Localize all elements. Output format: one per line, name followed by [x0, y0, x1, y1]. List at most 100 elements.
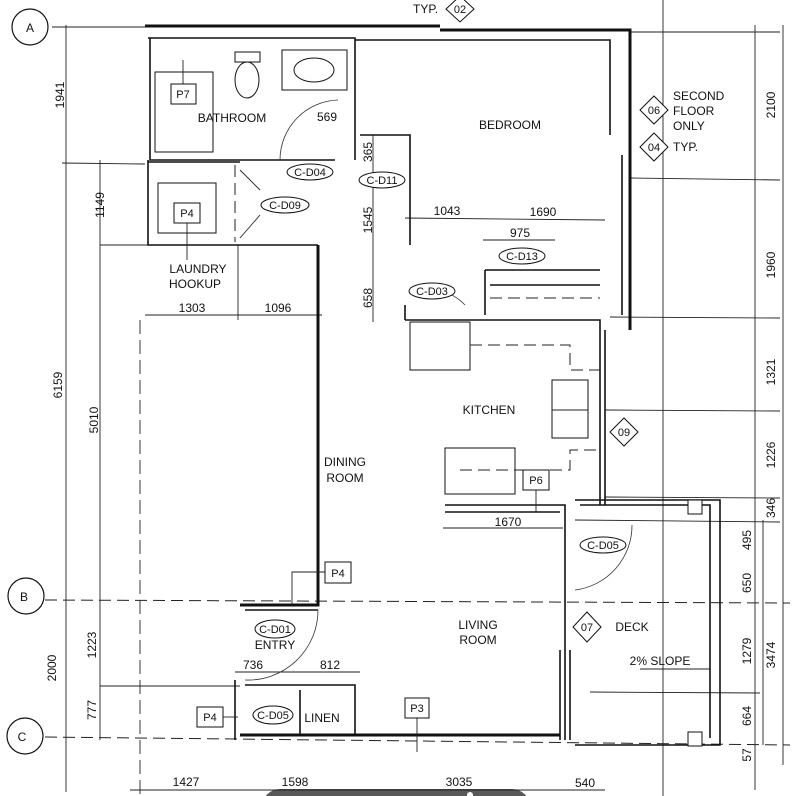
dimension-label: 736	[243, 658, 263, 672]
bifold-door	[239, 169, 261, 191]
ref-line	[604, 496, 781, 499]
overlay-bar	[265, 789, 527, 796]
keynote-diamond	[639, 132, 669, 162]
door-tag	[286, 163, 334, 181]
fixture-tag-label: P4	[203, 712, 216, 724]
bifold-door	[239, 214, 261, 239]
dimension-label: 1043	[434, 204, 461, 218]
dimension-label: 6159	[51, 371, 65, 398]
dimension-label: 1427	[173, 775, 200, 789]
grid-bubble-a: A	[11, 8, 49, 46]
dimension-label: 5010	[87, 406, 101, 433]
ref-line	[629, 177, 781, 181]
kitchen-counter-lower	[444, 447, 516, 495]
keynote-diamond	[445, 0, 475, 23]
room-label-kitchen: KITCHEN	[463, 403, 516, 417]
bedroom-wall	[355, 39, 623, 315]
sink-basin	[293, 57, 335, 83]
deck-door-frame	[559, 650, 571, 740]
ref-line	[604, 409, 781, 412]
dimension-label: 1598	[282, 775, 309, 789]
door-tag-label: C-D01	[259, 624, 291, 636]
dimension-label: 2000	[45, 654, 59, 681]
door-tag	[260, 196, 310, 214]
kitchen-sink	[551, 379, 589, 439]
dimension-label: 1223	[85, 631, 99, 658]
dimension-label: 1226	[764, 441, 778, 468]
fixtures	[154, 49, 703, 747]
post	[687, 499, 703, 515]
room-label-laundry: HOOKUP	[169, 277, 221, 291]
keynote-note: TYP.	[673, 140, 698, 154]
dimension-label: 57	[740, 748, 754, 762]
grid-label: B	[20, 590, 28, 604]
door-swing-deck	[574, 524, 633, 591]
door-tags: C-D04 C-D09 C-D11 C-D13 C-D03 C-D05 C-D0…	[252, 163, 627, 725]
keynote-number: 07	[581, 622, 593, 634]
dimension-label: 1321	[764, 358, 778, 385]
kitchen-counter-wall	[445, 504, 566, 740]
dimension-label: 1670	[495, 515, 522, 529]
ref-line	[574, 519, 781, 523]
dimension-label: 2100	[764, 91, 778, 118]
keynote-diamond	[609, 417, 639, 447]
room-label-bedroom: BEDROOM	[479, 118, 541, 132]
dimension-label: 3035	[446, 775, 473, 789]
door-tag	[408, 282, 456, 300]
fixture-tag	[522, 469, 550, 491]
toilet-tank	[234, 51, 261, 63]
laundry-wall	[147, 160, 318, 246]
dimension-label: 658	[361, 288, 375, 308]
fixture-tag-label: P4	[331, 568, 344, 580]
door-tag	[498, 247, 546, 265]
fixture-tag	[170, 83, 197, 105]
dimension-lines	[61, 25, 784, 792]
leader-line	[291, 571, 325, 605]
dimension-label: 650	[740, 573, 754, 593]
door-tag-label: C-D03	[416, 286, 448, 298]
door-tag-label: C-D05	[587, 540, 619, 552]
dimension-label: 1690	[530, 205, 557, 219]
fixture-tag-label: P6	[529, 475, 542, 487]
dim-line	[61, 162, 146, 165]
room-label-deck: DECK	[615, 620, 648, 634]
walls	[145, 24, 721, 746]
dimension-label: 365	[361, 142, 375, 162]
dimension-label: 975	[510, 226, 530, 240]
dimension-label: 540	[575, 776, 595, 790]
door-tag	[358, 171, 406, 189]
dimension-label: 1941	[53, 81, 67, 108]
room-label-entry: ENTRY	[255, 638, 295, 652]
fixture-tag-label: P7	[176, 89, 189, 101]
dimension-label: 1149	[93, 192, 107, 218]
keynote-note: TYP.	[413, 2, 438, 16]
fixture-tag-label: P4	[180, 208, 193, 220]
door-tag	[252, 705, 294, 725]
dimension-label: 664	[740, 706, 754, 726]
overlay-dot	[467, 792, 473, 796]
dimension-label: 812	[320, 658, 340, 672]
toilet	[234, 61, 260, 99]
upper-cabinets	[460, 344, 600, 471]
keynote-diamond	[572, 611, 602, 643]
post	[687, 731, 703, 747]
exterior-wall-top	[145, 24, 632, 330]
room-label-linen: LINEN	[304, 711, 339, 725]
kitchen-wall	[404, 305, 606, 505]
keynotes: TYP. 02 06 SECOND FLOOR ONLY 04 TYP. 09 …	[413, 0, 725, 643]
ref-line	[589, 691, 761, 694]
linen-wall	[234, 680, 356, 740]
door-tag	[254, 619, 296, 639]
door-tag	[579, 536, 627, 554]
grid-bubble-c: C	[6, 717, 44, 755]
grid-line-c	[44, 736, 791, 746]
keynote-number: 04	[648, 142, 660, 154]
closet-wall	[484, 269, 600, 315]
keynote-number: 02	[454, 4, 466, 16]
dimension-label: 495	[740, 530, 754, 550]
door-tag-label: C-D13	[506, 251, 538, 263]
room-label-bathroom: BATHROOM	[198, 111, 266, 125]
room-label-living: LIVING	[458, 618, 497, 632]
keynote-note: ONLY	[673, 119, 705, 133]
